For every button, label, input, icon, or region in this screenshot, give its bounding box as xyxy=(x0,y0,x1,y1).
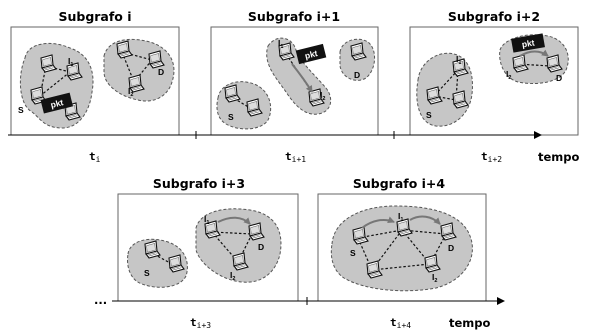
node-label-source: S xyxy=(350,248,356,258)
panel-title: Subgrafo i+4 xyxy=(353,176,446,191)
packet-badge: pkt xyxy=(511,33,545,53)
wireless-links xyxy=(229,53,317,109)
timeline-bottom: ... ti+3 ti+4 tempo xyxy=(94,293,505,330)
node-label-destination: D xyxy=(556,73,562,83)
axis-label: tempo xyxy=(449,316,491,330)
packet-forward-arrow xyxy=(291,63,313,93)
timeline-continuation-marker: ... xyxy=(94,293,107,307)
node-label-i2: I2 xyxy=(128,86,133,98)
node-label-destination: D xyxy=(258,242,264,252)
node-label-i2: I2 xyxy=(506,69,511,81)
panel-title: Subgrafo i+2 xyxy=(448,9,540,24)
node-label-destination: D xyxy=(448,243,454,253)
node-label-i2: I2 xyxy=(432,272,437,284)
panel-title: Subgrafo i+1 xyxy=(248,9,340,24)
svg-text:pkt: pkt xyxy=(521,37,535,49)
tick-label: ti xyxy=(89,150,101,164)
packet-forward-arrow xyxy=(409,215,441,225)
svg-text:pkt: pkt xyxy=(49,97,64,110)
connected-region-cloud xyxy=(127,238,188,288)
tick-label: ti+3 xyxy=(190,316,211,330)
packet-forward-arrow xyxy=(217,216,251,225)
node-label-i2: I2 xyxy=(230,270,235,282)
packet-badge: pkt xyxy=(295,43,327,65)
axis-label: tempo xyxy=(538,150,580,164)
panel-title: Subgrafo i+3 xyxy=(153,176,245,191)
panel-title: Subgrafo i xyxy=(58,9,131,24)
node-label-source: S xyxy=(228,112,234,122)
packet-forward-arrow xyxy=(361,216,395,229)
packet-badge: pkt xyxy=(40,92,74,114)
svg-text:pkt: pkt xyxy=(304,48,319,61)
node-label-destination: D xyxy=(158,67,164,77)
tick-label: ti+2 xyxy=(481,150,502,164)
panel-subgrafo-i-plus-3: Subgrafo i+3 S I1 D I2 xyxy=(117,176,299,302)
node-label-i1: I1 xyxy=(456,54,461,66)
node-label-i1: I1 xyxy=(278,38,283,50)
panel-subgrafo-i-plus-4: Subgrafo i+4 S I1 D I2 xyxy=(317,176,487,302)
node-label-i2: I2 xyxy=(320,90,325,102)
tick-label: ti+1 xyxy=(285,150,306,164)
node-label-source: S xyxy=(18,105,24,115)
node-label-i1: I1 xyxy=(398,211,403,223)
node-label-destination: D xyxy=(354,70,360,80)
panel-subgrafo-i-plus-2: Subgrafo i+2 I1 S I2 D pkt xyxy=(409,9,579,136)
packet-forward-arrow xyxy=(519,49,549,57)
node-label-source: S xyxy=(426,110,432,120)
timeline-top: ti ti+1 ti+2 tempo xyxy=(8,131,580,164)
node-label-i1: I1 xyxy=(204,214,209,226)
node-label-source: S xyxy=(144,268,150,278)
panel-subgrafo-i: Subgrafo i I1 S I2 D pkt xyxy=(10,9,180,136)
node-label-i1: I1 xyxy=(68,56,73,68)
panel-subgrafo-i-plus-1: Subgrafo i+1 S I1 I2 D pkt xyxy=(210,9,379,136)
tick-label: ti+4 xyxy=(390,316,411,330)
